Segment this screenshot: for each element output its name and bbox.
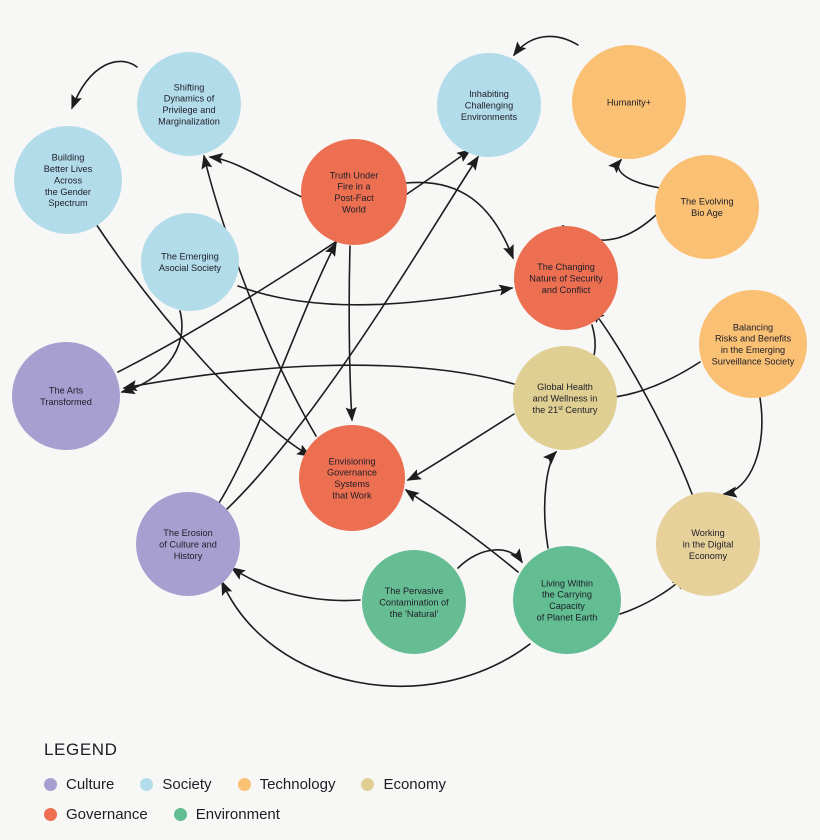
legend-row-2: Governance Environment [44,806,784,823]
legend-row-1: Culture Society Technology Economy [44,776,784,793]
legend-dot-icon-society [140,778,154,791]
legend-label-technology: Technology [259,776,336,793]
edge-governance-to-shifting [201,154,317,437]
node-circle-governance[interactable] [299,425,405,531]
legend-label-society: Society [162,776,212,793]
edge-surveillance-to-digital [722,397,763,498]
node-circle-security[interactable] [514,226,618,330]
node-label-humanity: Humanity+ [607,97,651,107]
node-circle-bioage[interactable] [655,155,759,259]
legend-dot-icon-environment [173,808,187,821]
edge-bioage-to-humanity [608,158,661,189]
edge-health-to-governance [406,413,515,481]
legend-item-environment[interactable]: Environment [173,806,280,823]
legend-title: LEGEND [44,740,118,759]
node-circle-arts[interactable] [12,342,120,450]
edges-layer [71,35,763,688]
edge-digital-to-security [590,308,693,495]
node-circle-humanity[interactable] [572,45,686,159]
node-circle-surveillance[interactable] [699,290,807,398]
node-circle-truth[interactable] [301,139,407,245]
edge-truth-to-governance [345,245,357,422]
legend-label-governance: Governance [66,806,148,823]
legend-item-economy[interactable]: Economy [361,776,446,793]
legend-item-governance[interactable]: Governance [44,806,148,823]
legend-dot-icon-technology [237,778,251,791]
node-circle-building[interactable] [14,126,122,234]
node-circle-health[interactable] [513,346,617,450]
edge-arts-to-inhabiting [117,149,472,373]
node-circle-shifting[interactable] [137,52,241,156]
node-circle-erosion[interactable] [136,492,240,596]
node-circle-asocial[interactable] [141,213,239,311]
node-circle-digital[interactable] [656,492,760,596]
node-circle-inhabiting[interactable] [437,53,541,157]
edge-asocial-to-security [237,284,514,306]
node-circle-pervasive[interactable] [362,550,466,654]
legend-dot-icon-governance [44,808,57,821]
edge-pervasive-to-carrying [457,548,523,569]
edge-humanity-to-inhabiting [513,35,579,57]
edge-carrying-to-erosion [221,580,531,688]
legend-item-technology[interactable]: Technology [237,776,336,793]
node-humanity[interactable]: Humanity+ [572,45,686,159]
edge-carrying-to-governance [404,489,519,573]
edge-building-to-governance [95,223,312,457]
legend-dot-icon-culture [44,778,57,791]
edge-health-to-arts [122,364,515,392]
edge-truth-to-shifting [208,152,305,199]
legend-item-culture[interactable]: Culture [44,776,114,793]
edge-carrying-to-health [542,450,558,549]
legend-dot-icon-economy [361,778,375,791]
edge-shifting-to-building [71,60,138,110]
legend-label-culture: Culture [66,776,115,793]
legend-item-society[interactable]: Society [140,776,212,793]
node-circle-carrying[interactable] [513,546,621,654]
edge-erosion-to-inhabiting [225,155,479,511]
edge-erosion-to-truth [218,241,337,504]
edge-pervasive-to-erosion [230,567,361,602]
legend-label-environment: Environment [195,806,280,823]
legend-label-economy: Economy [383,776,446,793]
